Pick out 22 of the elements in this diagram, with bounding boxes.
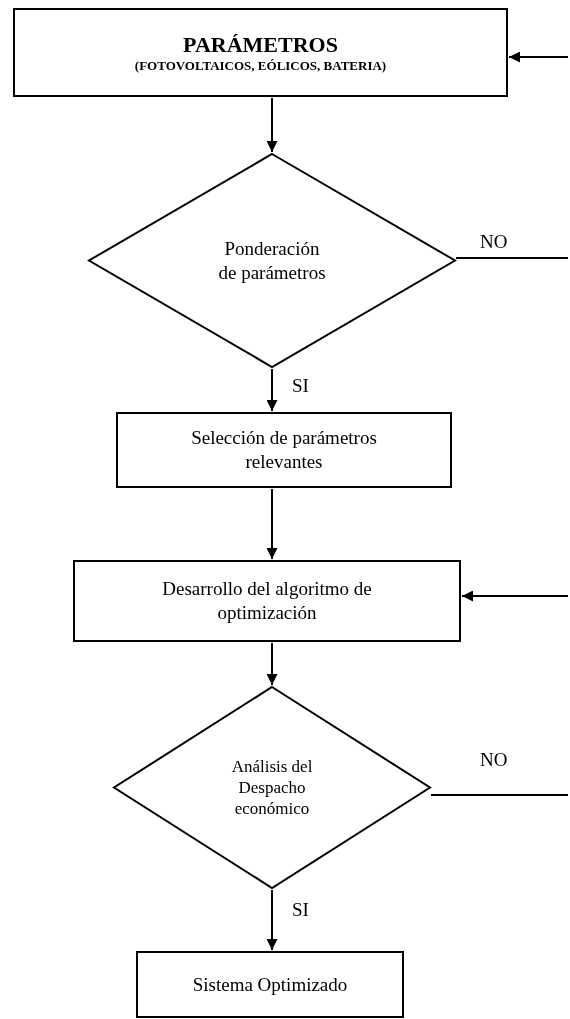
node-label: Sistema Optimizado — [192, 972, 348, 997]
connector-line — [430, 794, 569, 796]
node-label: Análisis del Despacho económico — [230, 755, 314, 820]
process-box — [73, 560, 461, 642]
process-box — [136, 951, 404, 1018]
node-label: Desarrollo del algoritmo de optimización — [161, 577, 373, 625]
arrow — [266, 889, 278, 951]
process-box — [116, 412, 452, 488]
arrow — [461, 590, 569, 602]
connector-line — [455, 257, 569, 259]
arrow — [266, 488, 278, 560]
arrow — [508, 51, 569, 63]
arrow — [266, 97, 278, 153]
arrow — [266, 368, 278, 412]
node-label: Ponderación de parámetros — [217, 236, 327, 285]
node-label: Selección de parámetros relevantes — [190, 426, 378, 474]
decision-diamond — [88, 153, 456, 368]
node-subtitle: (FOTOVOLTAICOS, EÓLICOS, BATERIA) — [134, 58, 387, 75]
node-label: PARÁMETROS — [183, 30, 338, 59]
arrow — [266, 642, 278, 686]
decision-diamond — [113, 686, 431, 889]
process-box — [13, 8, 508, 97]
